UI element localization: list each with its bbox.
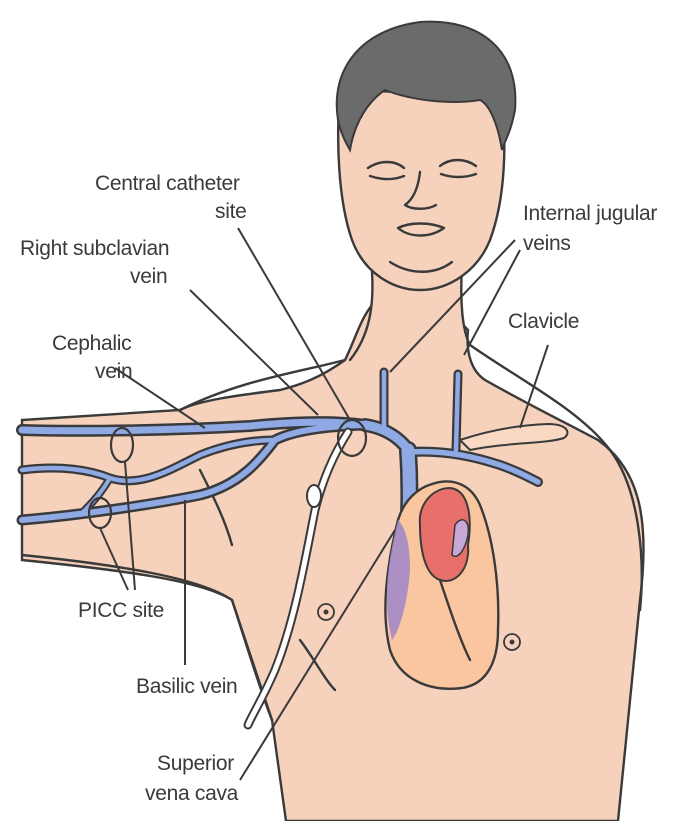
label-svc-line2: vena cava — [145, 782, 239, 805]
face — [338, 90, 504, 290]
label-internal-jugular-line2: veins — [523, 232, 571, 255]
catheter-hub — [307, 485, 321, 507]
jugular-right — [456, 374, 458, 450]
label-cephalic-line1: Cephalic — [52, 332, 131, 355]
nipple-left-side-center — [510, 640, 515, 645]
label-picc-site: PICC site — [78, 599, 164, 622]
label-central-catheter-line1: Central catheter — [95, 172, 240, 195]
label-svc-line1: Superior — [157, 752, 234, 775]
label-right-subclavian-line1: Right subclavian — [20, 237, 169, 260]
label-clavicle: Clavicle — [508, 310, 579, 333]
label-cephalic-line2: vein — [95, 360, 132, 383]
label-basilic-vein: Basilic vein — [136, 675, 237, 698]
label-internal-jugular-line1: Internal jugular — [523, 202, 657, 225]
nipple-right-side-center — [324, 610, 329, 615]
head — [337, 22, 516, 290]
heart — [385, 482, 498, 689]
label-right-subclavian-line2: vein — [130, 265, 167, 288]
label-central-catheter-line2: site — [215, 200, 246, 223]
